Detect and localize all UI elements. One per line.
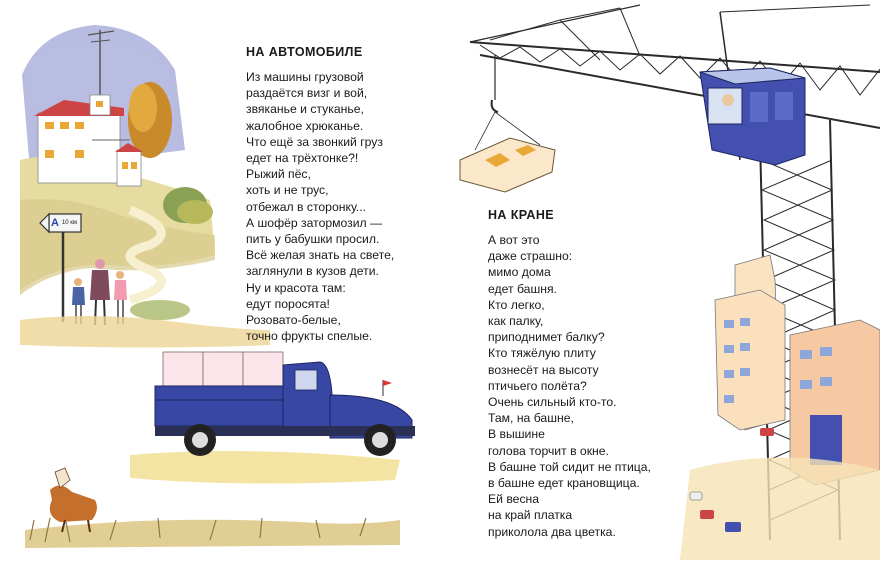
poem-line: Там, на башне, — [488, 411, 574, 426]
poem-line: даже страшно: — [488, 249, 573, 264]
poem-line: Что ещё за звонкий груз — [246, 134, 383, 149]
poem-line: Из машины грузовой — [246, 70, 364, 84]
poem-line: жалобное хрюканье. — [246, 118, 364, 133]
poem-line: едут поросята! — [246, 296, 330, 311]
poem-line: как палку, — [488, 314, 544, 329]
poem-line: в башне едет крановщица. — [488, 476, 640, 491]
poem-line: Розовато-белые, — [246, 313, 341, 328]
poem-line: В вышине — [488, 427, 545, 442]
poem-line: В башне той сидит не птица, — [488, 459, 651, 474]
poem-line: Ну и красота там: — [246, 280, 346, 295]
truck — [130, 351, 415, 484]
crane-cabin — [699, 67, 806, 166]
poem-line: мимо дома — [488, 265, 551, 280]
poem-line: Рыжий пёс, — [246, 167, 311, 182]
poem-line: Ей весна — [488, 492, 540, 507]
poem-on-automobile: НА АВТОМОБИЛЕ Из машины грузовой раздаёт… — [246, 45, 394, 344]
poem-line: точно фрукты спелые. — [246, 329, 373, 344]
poem-line: Всё желая знать на свете, — [246, 248, 395, 263]
poem-line: Очень сильный кто-то. — [488, 395, 617, 410]
poem-line: едет башня. — [488, 281, 557, 296]
poem-line: Кто легко, — [488, 297, 545, 312]
poem-line: отбежал в сторонку... — [246, 199, 366, 214]
poem-line: хоть и не трус, — [246, 183, 329, 198]
poem-line: звяканье и стуканье, — [246, 102, 364, 117]
poem-title: НА АВТОМОБИЛЕ — [246, 45, 363, 59]
road-sign-letter: А — [51, 217, 59, 229]
poem-line: Кто тяжёлую плиту — [488, 346, 596, 361]
poem-line: на край платка — [488, 508, 573, 523]
poem-title: НА КРАНЕ — [488, 208, 554, 222]
poem-text: Из машины грузовой раздаётся визг и вой,… — [246, 69, 394, 344]
house-scene — [20, 25, 270, 348]
poem-line: заглянули в кузов дети. — [246, 264, 379, 279]
poem-line: А шофёр затормозил — — [246, 215, 383, 230]
poem-line: голова торчит в окне. — [488, 443, 609, 458]
poem-line: вознесёт на высоту — [488, 362, 599, 377]
road-sign-text: 10 км — [61, 220, 78, 226]
road-sign: А 10 км — [49, 214, 81, 232]
concrete-slab — [459, 137, 556, 193]
poem-line: приподнимет балку? — [488, 330, 605, 345]
buildings — [680, 254, 880, 560]
poem-on-crane: НА КРАНЕ А вот это даже страшно: мимо до… — [488, 208, 651, 540]
dog-and-grass — [25, 467, 400, 548]
poem-line: раздаётся визг и вой, — [246, 86, 368, 101]
poem-line: птичьего полёта? — [488, 378, 587, 393]
poem-line: пить у бабушки просил. — [246, 232, 380, 247]
poem-line: приколола два цветка. — [488, 524, 616, 539]
poem-line: едет на трёхтонке?! — [246, 151, 359, 166]
poem-text: А вот это даже страшно: мимо дома едет б… — [488, 232, 651, 540]
poem-line: А вот это — [488, 233, 540, 247]
